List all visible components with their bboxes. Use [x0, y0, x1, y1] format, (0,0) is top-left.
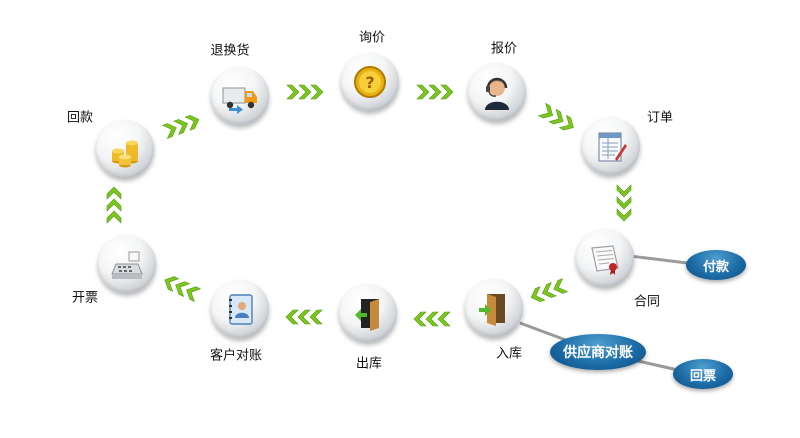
pill-payment-label: 付款 — [702, 259, 729, 275]
node-contract[interactable] — [576, 229, 634, 287]
label-quote: 报价 — [490, 41, 518, 57]
label-invoice: 开票 — [71, 290, 99, 306]
arrow-contract-to-inbound — [527, 275, 571, 307]
svg-text:?: ? — [365, 73, 374, 92]
arrow-order-to-contract — [614, 182, 634, 222]
arrow-invoice-to-collection — [104, 186, 124, 226]
label-order: 订单 — [646, 110, 674, 126]
cash-register-icon — [111, 251, 143, 279]
contract-scroll-icon — [591, 245, 619, 275]
label-customer-reconcile: 客户对账 — [209, 348, 263, 364]
order-form-icon — [598, 132, 627, 162]
label-inquiry: 询价 — [358, 30, 386, 46]
arrow-inbound-to-outbound — [413, 309, 453, 329]
label-collection: 回款 — [66, 110, 94, 126]
arrow-customer-to-invoice — [160, 270, 205, 305]
node-outbound[interactable] — [339, 284, 397, 342]
label-outbound: 出库 — [355, 356, 383, 372]
door-enter-icon — [479, 294, 505, 326]
node-customer-reconcile[interactable] — [211, 280, 269, 338]
pill-supplier-reconcile[interactable]: 供应商对账 — [550, 334, 646, 370]
node-quote[interactable] — [468, 63, 526, 121]
arrow-collection-to-return — [159, 110, 203, 142]
label-contract: 合同 — [633, 294, 661, 310]
pill-return-invoice-label: 回票 — [689, 368, 716, 384]
node-inbound[interactable] — [465, 279, 523, 337]
arrow-return-to-inquiry — [284, 82, 324, 102]
address-book-icon — [229, 294, 253, 325]
node-return-exchange[interactable] — [211, 67, 269, 125]
arrow-outbound-to-customer — [285, 307, 325, 327]
arrow-inquiry-to-quote — [414, 82, 454, 102]
pill-return-invoice[interactable]: 回票 — [673, 359, 733, 389]
pill-supplier-reconcile-label: 供应商对账 — [563, 345, 633, 361]
label-inbound: 入库 — [495, 346, 523, 362]
node-inquiry[interactable]: ? — [341, 53, 399, 111]
node-collection[interactable] — [96, 120, 154, 178]
headset-agent-icon — [485, 77, 509, 110]
node-order[interactable] — [582, 117, 640, 175]
coin-stacks-icon — [112, 140, 138, 168]
pill-payment[interactable]: 付款 — [686, 250, 746, 280]
arrow-quote-to-order — [535, 99, 580, 136]
delivery-truck-icon — [222, 87, 257, 114]
node-invoice[interactable] — [98, 235, 156, 293]
label-return-exchange: 退换货 — [210, 43, 250, 59]
door-exit-icon — [355, 299, 379, 331]
gold-coin-question-icon: ? — [354, 66, 386, 98]
